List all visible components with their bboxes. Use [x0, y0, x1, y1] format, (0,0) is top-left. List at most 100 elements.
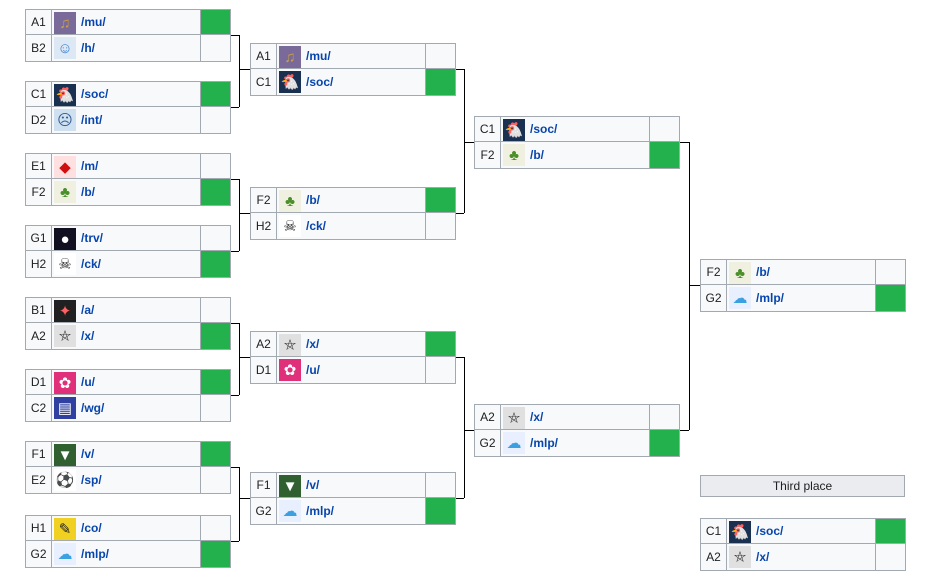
pentagram-icon[interactable]: ⛤: [54, 325, 76, 347]
maid-icon[interactable]: ☺: [54, 37, 76, 59]
board-link[interactable]: /b/: [81, 185, 95, 199]
winner-indicator: [875, 285, 905, 311]
board-link[interactable]: /mlp/: [530, 436, 559, 450]
gem-icon[interactable]: ◆: [54, 156, 76, 178]
match-r1-8: H1✎/co/G2☁/mlp/: [25, 515, 231, 568]
board-link[interactable]: /h/: [81, 41, 95, 55]
seed-label: C1: [26, 82, 52, 106]
chicken-icon[interactable]: 🐔: [279, 71, 301, 93]
board-link[interactable]: /ck/: [81, 257, 102, 271]
team-row: F1▼/v/: [250, 472, 456, 498]
pony-icon[interactable]: ☁: [729, 287, 751, 309]
winner-indicator: [200, 442, 230, 466]
banner-icon[interactable]: ▤: [54, 397, 76, 419]
controller-icon[interactable]: ▼: [54, 444, 76, 466]
winner-indicator: [200, 82, 230, 106]
board-link[interactable]: /v/: [306, 478, 320, 492]
seed-label: G2: [701, 285, 727, 311]
winner-indicator: [425, 188, 455, 212]
board-link[interactable]: /x/: [306, 337, 320, 351]
pony-icon[interactable]: ☁: [503, 432, 525, 454]
winner-indicator: [875, 519, 905, 543]
match-r1-7: F1▼ /v/E2⚽ /sp/: [25, 441, 231, 494]
board-link[interactable]: /x/: [81, 329, 95, 343]
team-row: C1🐔 /soc/: [250, 69, 456, 96]
seed-label: E2: [26, 467, 52, 493]
seed-label: F1: [26, 442, 52, 466]
flower-icon[interactable]: ✿: [279, 359, 301, 381]
clover-icon[interactable]: ♣: [279, 190, 301, 212]
board-link[interactable]: /mlp/: [81, 547, 110, 561]
board-link[interactable]: /mu/: [306, 49, 331, 63]
anime-icon[interactable]: ✦: [54, 300, 76, 322]
board-link[interactable]: /b/: [756, 265, 770, 279]
clover-icon[interactable]: ♣: [729, 262, 751, 284]
board-link[interactable]: /mlp/: [306, 504, 335, 518]
controller-icon[interactable]: ▼: [279, 475, 301, 497]
score-cell: [200, 395, 230, 421]
winner-indicator: [200, 541, 230, 567]
board-link[interactable]: /b/: [530, 148, 544, 162]
board-link[interactable]: /ck/: [306, 219, 327, 233]
chicken-icon[interactable]: 🐔: [729, 521, 751, 543]
pony-icon[interactable]: ☁: [54, 543, 76, 565]
match-qf-2: F2♣/b/H2☠/ck/: [250, 187, 456, 240]
team-row: G2☁ /mlp/: [25, 541, 231, 568]
board-link[interactable]: /trv/: [81, 231, 104, 245]
face-icon[interactable]: ☹: [54, 109, 76, 131]
chef-skull-icon[interactable]: ☠: [279, 215, 301, 237]
board-link[interactable]: /x/: [756, 550, 770, 564]
pentagram-icon[interactable]: ⛤: [729, 546, 751, 568]
board-link[interactable]: /wg/: [81, 401, 105, 415]
team-row: H1✎/co/: [25, 515, 231, 541]
seed-label: F2: [475, 142, 501, 168]
team-row: A2⛤/x/: [25, 323, 231, 350]
score-cell: [875, 544, 905, 570]
board-link[interactable]: /b/: [306, 193, 320, 207]
team-row: E1◆/m/: [25, 153, 231, 179]
seed-label: B1: [26, 298, 52, 322]
board-link[interactable]: /mu/: [81, 15, 106, 29]
board-link[interactable]: /int/: [81, 113, 103, 127]
board-link[interactable]: /soc/: [530, 122, 558, 136]
flower-icon[interactable]: ✿: [54, 372, 76, 394]
seed-label: G2: [26, 541, 52, 567]
board-link[interactable]: /a/: [81, 303, 95, 317]
board-link[interactable]: /u/: [306, 363, 320, 377]
chicken-icon[interactable]: 🐔: [503, 119, 525, 141]
guitar-icon[interactable]: ♫: [279, 46, 301, 68]
board-link[interactable]: /m/: [81, 159, 99, 173]
pentagram-icon[interactable]: ⛤: [279, 334, 301, 356]
team-row: G2☁/mlp/: [474, 430, 680, 457]
chicken-icon[interactable]: 🐔: [54, 84, 76, 106]
board-link[interactable]: /v/: [81, 447, 95, 461]
third-place-header: Third place: [700, 475, 905, 497]
pentagram-icon[interactable]: ⛤: [503, 407, 525, 429]
board-link[interactable]: /co/: [81, 521, 102, 535]
seed-label: C1: [251, 69, 277, 95]
guitar-icon[interactable]: ♫: [54, 12, 76, 34]
pony-icon[interactable]: ☁: [279, 500, 301, 522]
chef-skull-icon[interactable]: ☠: [54, 253, 76, 275]
ball-icon[interactable]: ⚽: [54, 469, 76, 491]
seed-label: B2: [26, 35, 52, 61]
comics-icon[interactable]: ✎: [54, 518, 76, 540]
clover-icon[interactable]: ♣: [503, 144, 525, 166]
board-link[interactable]: /mlp/: [756, 291, 785, 305]
score-cell: [425, 44, 455, 68]
board-link[interactable]: /x/: [530, 410, 544, 424]
board-link[interactable]: /soc/: [756, 524, 784, 538]
clover-icon[interactable]: ♣: [54, 181, 76, 203]
seed-label: F2: [251, 188, 277, 212]
team-row: G2☁/mlp/: [250, 498, 456, 525]
board-link[interactable]: /u/: [81, 375, 95, 389]
winner-indicator: [425, 69, 455, 95]
board-link[interactable]: /soc/: [306, 75, 334, 89]
board-link[interactable]: /soc/: [81, 87, 109, 101]
winner-indicator: [200, 251, 230, 277]
match-r1-3: E1◆/m/F2♣/b/: [25, 153, 231, 206]
globe-icon[interactable]: ●: [54, 228, 76, 250]
score-cell: [200, 467, 230, 493]
seed-label: A2: [251, 332, 277, 356]
board-link[interactable]: /sp/: [81, 473, 102, 487]
